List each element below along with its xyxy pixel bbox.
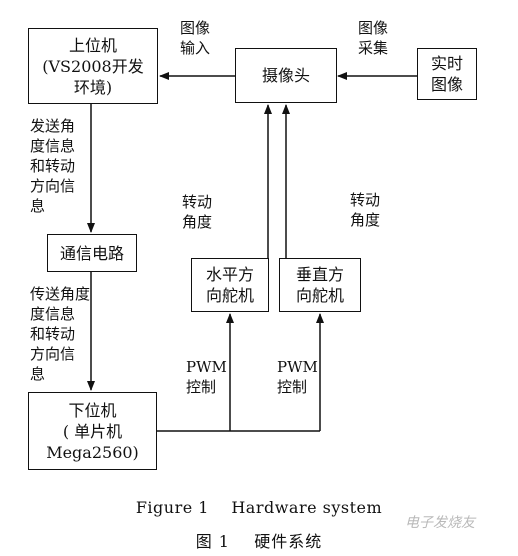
pc-host-box: 上位机 (VS2008开发 环境)	[28, 28, 158, 104]
camera-box: 摄像头	[235, 48, 337, 103]
label-rotation-angle-right: 转动 角度	[350, 190, 380, 230]
mcu-box: 下位机 ( 单片机 Mega2560)	[28, 392, 157, 470]
label-image-input: 图像 输入	[180, 18, 210, 58]
label-pwm-right-2: 控制	[277, 378, 308, 396]
pc-host-line-1: 上位机	[68, 35, 117, 55]
label-pwm-left: PWM 控制	[186, 357, 227, 397]
pc-host-line-2: (VS2008开发	[42, 56, 144, 76]
label-image-capture-2: 采集	[358, 39, 389, 57]
pc-host-line-3: 环境)	[73, 77, 113, 97]
label-transmit-angle-4: 方向信	[30, 345, 76, 363]
label-rotation-angle-left-1: 转动	[182, 193, 213, 211]
label-pwm-left-2: 控制	[186, 378, 217, 396]
label-transmit-angle: 传送角度 度信息 和转动 方向信 息	[30, 284, 90, 384]
realtime-image-box: 实时 图像	[417, 48, 477, 100]
label-rotation-angle-left-2: 角度	[182, 213, 213, 231]
label-rotation-angle-left: 转动 角度	[182, 192, 212, 232]
label-send-angle-5: 息	[30, 197, 46, 215]
label-pwm-right: PWM 控制	[277, 357, 318, 397]
label-transmit-angle-3: 和转动	[30, 325, 76, 343]
mcu-line-2: ( 单片机	[62, 421, 123, 441]
label-pwm-right-1: PWM	[277, 358, 318, 376]
camera-label: 摄像头	[261, 66, 310, 85]
label-transmit-angle-1: 传送角度	[30, 285, 91, 303]
horizontal-servo-line-1: 水平方	[205, 265, 254, 284]
label-rotation-angle-right-1: 转动	[350, 191, 381, 209]
label-image-capture-1: 图像	[358, 19, 389, 37]
realtime-image-line-1: 实时	[430, 54, 463, 73]
label-rotation-angle-right-2: 角度	[350, 211, 381, 229]
label-image-input-1: 图像	[180, 19, 211, 37]
vertical-servo-box: 垂直方 向舵机	[279, 258, 361, 312]
mcu-line-3: Mega2560)	[46, 442, 139, 462]
watermark-logo: 电子发烧友	[405, 515, 475, 531]
label-transmit-angle-2: 度信息	[30, 305, 76, 323]
comm-circuit-box: 通信电路	[47, 234, 137, 272]
label-image-input-2: 输入	[180, 39, 211, 57]
caption-chinese: 图 1 硬件系统	[195, 532, 323, 551]
label-send-angle-1: 发送角	[30, 117, 76, 135]
mcu-line-1: 下位机	[68, 400, 117, 420]
label-transmit-angle-5: 息	[30, 365, 46, 383]
label-send-angle-3: 和转动	[30, 157, 76, 175]
vertical-servo-line-2: 向舵机	[295, 286, 344, 305]
horizontal-servo-box: 水平方 向舵机	[191, 258, 269, 312]
label-send-angle-2: 度信息	[30, 137, 76, 155]
label-pwm-left-1: PWM	[186, 358, 227, 376]
realtime-image-line-2: 图像	[430, 75, 463, 94]
label-send-angle-4: 方向信	[30, 177, 76, 195]
caption-english: Figure 1 Hardware system	[135, 498, 383, 517]
label-send-angle: 发送角 度信息 和转动 方向信 息	[30, 116, 75, 216]
horizontal-servo-line-2: 向舵机	[205, 286, 254, 305]
comm-circuit-label: 通信电路	[59, 243, 124, 263]
label-image-capture: 图像 采集	[358, 18, 388, 58]
vertical-servo-line-1: 垂直方	[295, 265, 344, 284]
